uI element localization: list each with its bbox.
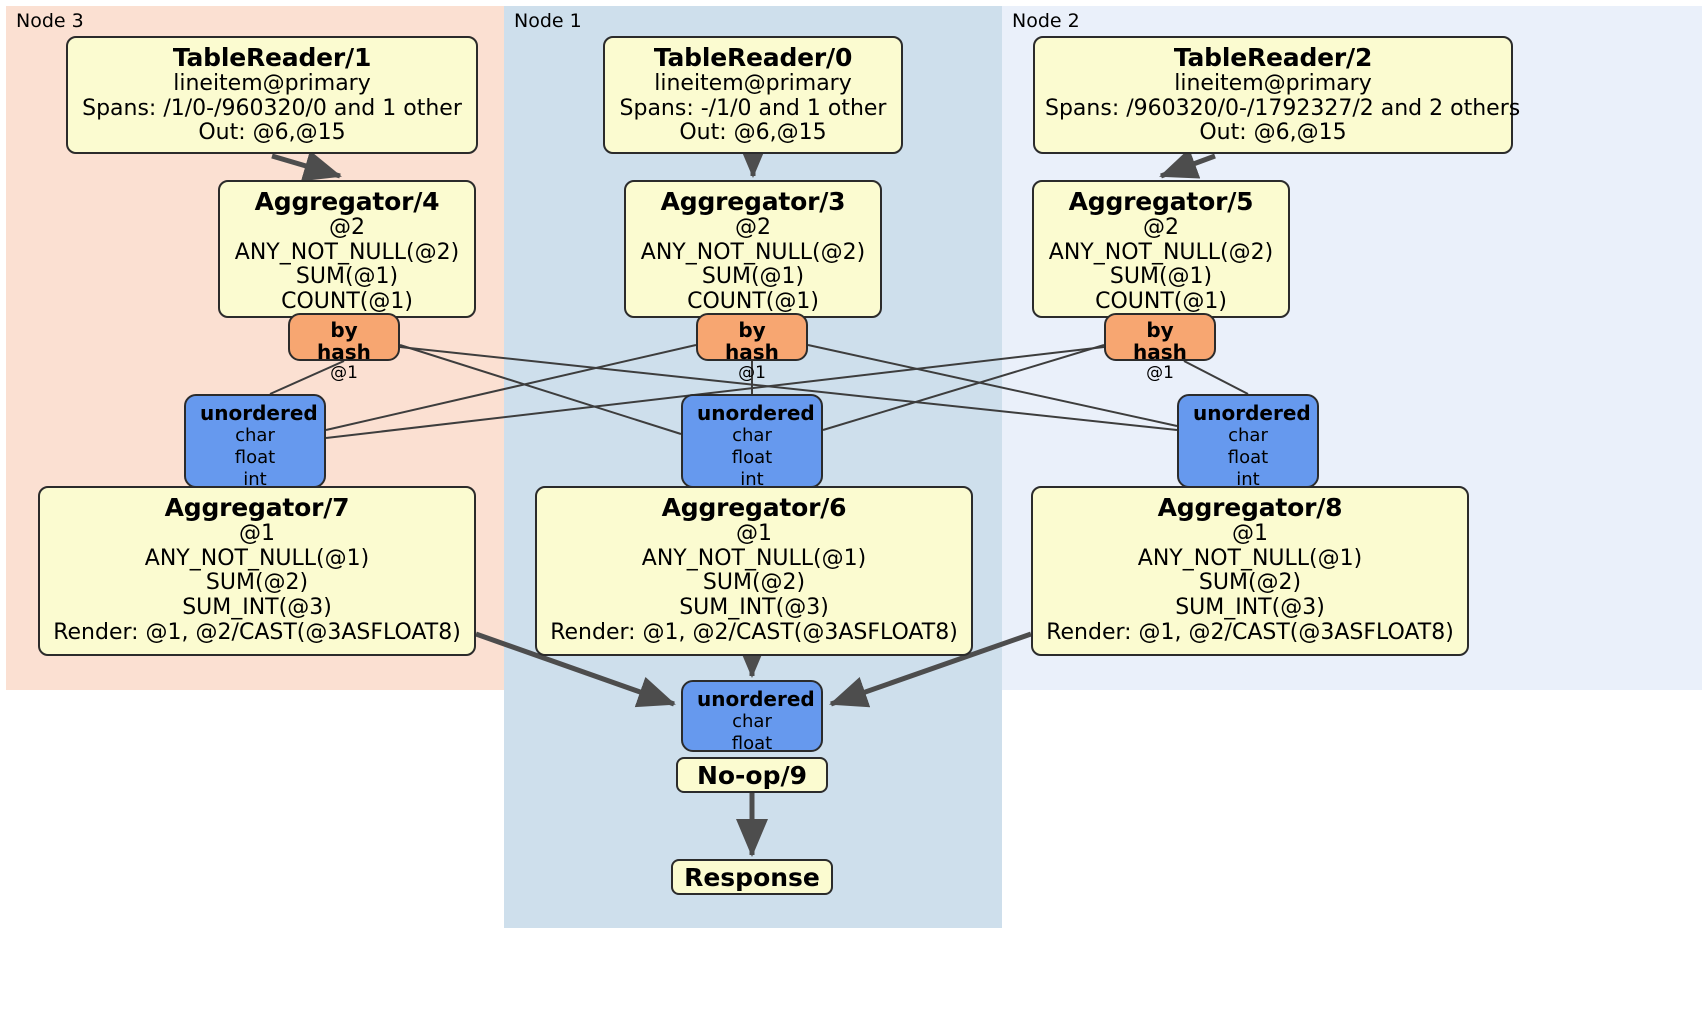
receiver-unordered-final[interactable]: unordered char float: [681, 680, 823, 755]
node-panel-label-node2: Node 2: [1012, 10, 1080, 32]
processor-detail: SUM_INT(@3): [679, 594, 829, 620]
processor-detail: @2: [735, 215, 771, 240]
receiver-type: int: [243, 469, 267, 491]
router-detail: @1: [1146, 362, 1174, 383]
receiver-title: unordered: [200, 401, 318, 425]
processor-detail: COUNT(@1): [1095, 288, 1227, 314]
processor-detail: Out: @6,@15: [679, 120, 827, 146]
router-title: by hash: [1133, 318, 1187, 365]
processor-tablereader-2[interactable]: TableReader/2 lineitem@primary Spans: /9…: [1033, 36, 1521, 154]
receiver-type: char: [732, 425, 772, 447]
router-by-hash-4[interactable]: by hash @1: [288, 313, 400, 382]
processor-detail: SUM_INT(@3): [182, 594, 332, 620]
processor-detail: @2: [329, 215, 365, 240]
processor-detail: @2: [1143, 215, 1179, 240]
receiver-unordered-8[interactable]: unordered char float int: [1177, 394, 1319, 491]
receiver-title: unordered: [697, 687, 815, 711]
processor-detail: ANY_NOT_NULL(@1): [641, 545, 867, 571]
processor-detail: SUM(@2): [205, 570, 309, 596]
processor-noop-9[interactable]: No-op/9: [676, 757, 828, 793]
node-response[interactable]: Response: [671, 859, 833, 895]
processor-detail: COUNT(@1): [687, 288, 819, 314]
processor-title: Aggregator/6: [661, 493, 847, 522]
router-title: by hash: [317, 318, 371, 365]
processor-title: TableReader/0: [653, 43, 853, 72]
receiver-type: float: [234, 447, 276, 469]
processor-detail: ANY_NOT_NULL(@2): [640, 239, 866, 265]
receiver-type: float: [1227, 447, 1269, 469]
processor-detail: lineitem@primary: [1174, 71, 1372, 96]
processor-detail: ANY_NOT_NULL(@1): [144, 545, 370, 571]
receiver-type: int: [740, 469, 764, 491]
processor-title: Aggregator/8: [1157, 493, 1343, 522]
processor-detail: Spans: /960320/0-/1792327/2 and 2 others: [1045, 95, 1521, 121]
processor-detail: ANY_NOT_NULL(@2): [1048, 239, 1274, 265]
receiver-title: unordered: [1193, 401, 1311, 425]
processor-detail: @1: [239, 521, 275, 546]
processor-title: Aggregator/4: [254, 187, 440, 216]
processor-title: No-op/9: [696, 760, 808, 790]
processor-render: Render: @1, @2/CAST(@3ASFLOAT8): [53, 619, 461, 645]
processor-detail: lineitem@primary: [173, 71, 371, 96]
processor-detail: SUM(@1): [701, 264, 805, 290]
processor-tablereader-1[interactable]: TableReader/1 lineitem@primary Spans: /1…: [66, 36, 478, 154]
router-by-hash-5[interactable]: by hash @1: [1104, 313, 1216, 382]
receiver-title: unordered: [697, 401, 815, 425]
processor-render: Render: @1, @2/CAST(@3ASFLOAT8): [550, 619, 958, 645]
processor-detail: ANY_NOT_NULL(@2): [234, 239, 460, 265]
receiver-unordered-7[interactable]: unordered char float int: [184, 394, 326, 491]
processor-detail: Spans: /1/0-/960320/0 and 1 other: [82, 95, 462, 121]
processor-aggregator-7[interactable]: Aggregator/7 @1 ANY_NOT_NULL(@1) SUM(@2)…: [38, 486, 476, 656]
processor-detail: SUM(@2): [702, 570, 806, 596]
processor-detail: Out: @6,@15: [1199, 120, 1347, 146]
processor-detail: Spans: -/1/0 and 1 other: [619, 95, 887, 121]
processor-title: Aggregator/7: [164, 493, 350, 522]
processor-detail: SUM(@2): [1198, 570, 1302, 596]
processor-aggregator-6[interactable]: Aggregator/6 @1 ANY_NOT_NULL(@1) SUM(@2)…: [535, 486, 973, 656]
processor-detail: @1: [736, 521, 772, 546]
processor-aggregator-3[interactable]: Aggregator/3 @2 ANY_NOT_NULL(@2) SUM(@1)…: [624, 180, 882, 318]
processor-detail: Out: @6,@15: [198, 120, 346, 146]
processor-detail: SUM(@1): [295, 264, 399, 290]
processor-detail: lineitem@primary: [654, 71, 852, 96]
receiver-type: char: [732, 711, 772, 733]
router-title: by hash: [725, 318, 779, 365]
router-detail: @1: [330, 362, 358, 383]
receiver-type: char: [1228, 425, 1268, 447]
processor-tablereader-0[interactable]: TableReader/0 lineitem@primary Spans: -/…: [603, 36, 903, 154]
processor-aggregator-5[interactable]: Aggregator/5 @2 ANY_NOT_NULL(@2) SUM(@1)…: [1032, 180, 1290, 318]
response-title: Response: [684, 862, 820, 892]
processor-aggregator-8[interactable]: Aggregator/8 @1 ANY_NOT_NULL(@1) SUM(@2)…: [1031, 486, 1469, 656]
processor-detail: ANY_NOT_NULL(@1): [1137, 545, 1363, 571]
processor-aggregator-4[interactable]: Aggregator/4 @2 ANY_NOT_NULL(@2) SUM(@1)…: [218, 180, 476, 318]
node-panel-label-node1: Node 1: [514, 10, 582, 32]
processor-detail: @1: [1232, 521, 1268, 546]
processor-title: TableReader/2: [1173, 43, 1373, 72]
router-detail: @1: [738, 362, 766, 383]
processor-detail: SUM_INT(@3): [1175, 594, 1325, 620]
processor-render: Render: @1, @2/CAST(@3ASFLOAT8): [1046, 619, 1454, 645]
receiver-type: char: [235, 425, 275, 447]
processor-title: Aggregator/5: [1068, 187, 1254, 216]
processor-title: Aggregator/3: [660, 187, 846, 216]
router-by-hash-3[interactable]: by hash @1: [696, 313, 808, 382]
processor-detail: COUNT(@1): [281, 288, 413, 314]
receiver-type: float: [731, 733, 773, 755]
receiver-type: float: [731, 447, 773, 469]
processor-title: TableReader/1: [172, 43, 372, 72]
node-panel-label-node3: Node 3: [16, 10, 84, 32]
receiver-type: int: [1236, 469, 1260, 491]
receiver-unordered-6[interactable]: unordered char float int: [681, 394, 823, 491]
processor-detail: SUM(@1): [1109, 264, 1213, 290]
